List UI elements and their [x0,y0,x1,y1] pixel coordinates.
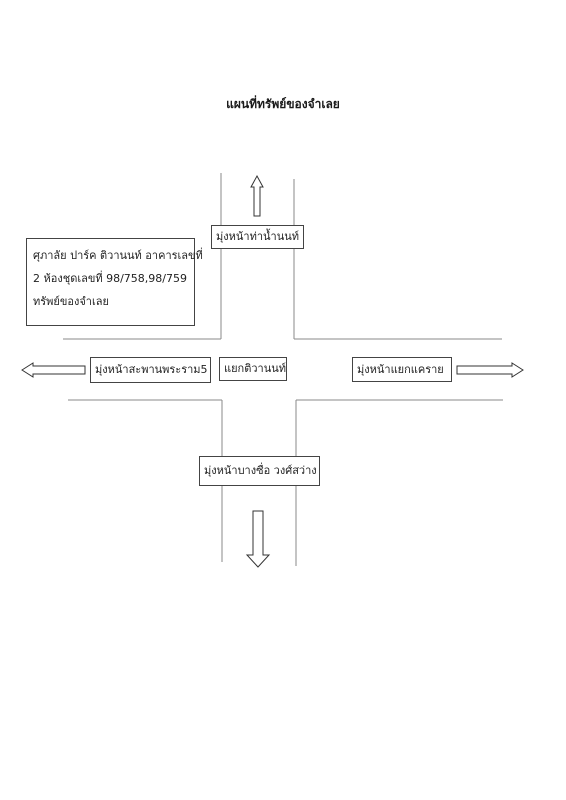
property-note-line: ศุภาลัย ปาร์ค ติวานนท์ อาคารเลขที่ [33,249,203,262]
property-note-line: 2 ห้องชุดเลขที่ 98/758,98/759 [33,272,187,285]
map-title: แผนที่ทรัพย์ของจำเลย [226,97,340,111]
label-south: มุ่งหน้าบางซื่อ วงศ์สว่าง [199,456,320,486]
property-note-box: ศุภาลัย ปาร์ค ติวานนท์ อาคารเลขที่ 2 ห้อ… [26,238,203,326]
arrow-west-icon [21,362,86,378]
arrow-north-icon [250,174,264,217]
arrow-south-icon [245,510,271,568]
arrow-east-icon [456,362,524,378]
property-note-line: ทรัพย์ของจำเลย [33,295,109,308]
label-north: มุ่งหน้าท่าน้ำนนท์ [211,225,304,249]
label-east: มุ่งหน้าแยกแคราย [352,357,452,382]
label-center: แยกติวานนท์ [219,357,287,381]
label-west: มุ่งหน้าสะพานพระราม5 [90,357,211,383]
